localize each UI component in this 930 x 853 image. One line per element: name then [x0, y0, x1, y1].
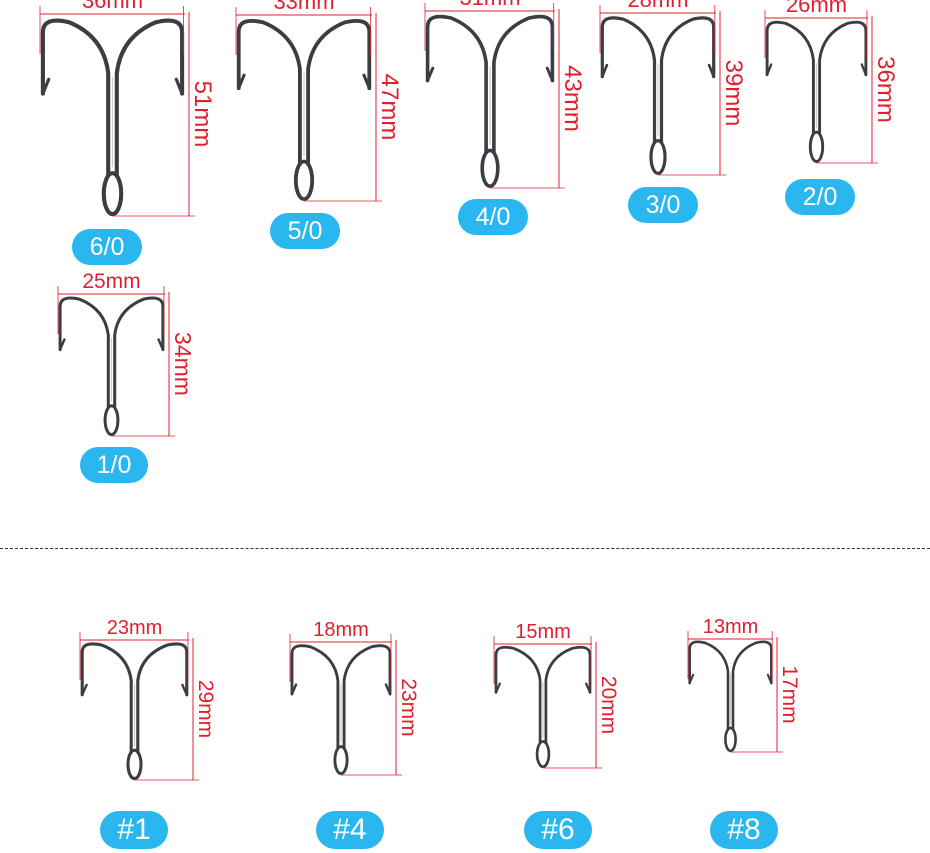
width-label: 15mm [515, 621, 571, 643]
hook-barb [426, 66, 554, 83]
size-badge: 1/0 [80, 447, 148, 483]
hook-barb [41, 77, 184, 96]
hook-eye [101, 171, 124, 217]
hook-eye [724, 726, 737, 753]
width-label: 25mm [82, 270, 140, 293]
double-hook-icon [494, 645, 592, 745]
hook-item: 25mm 34mm [57, 270, 196, 437]
width-label: 26mm [786, 0, 847, 17]
hook-barb [237, 73, 371, 90]
width-label: 28mm [627, 0, 688, 12]
hook-barb [688, 673, 773, 685]
double-hook-icon [80, 642, 189, 754]
hook-eye [333, 745, 349, 776]
hook-barb [765, 63, 868, 76]
size-badge: 5/0 [270, 213, 340, 249]
hook-barb [81, 683, 188, 696]
hook-eye [126, 748, 143, 781]
size-badge: 6/0 [72, 229, 142, 265]
hook-item: 31mm 43mm [424, 0, 586, 189]
hook-barb [494, 682, 592, 694]
hook-item: 23mm 29mm [79, 617, 217, 781]
size-badge: #4 [316, 811, 384, 849]
height-label: 29mm [194, 680, 217, 738]
hook-eye [808, 130, 825, 163]
height-label: 23mm [397, 678, 420, 736]
height-label: 47mm [376, 74, 403, 141]
hook-eye [535, 740, 551, 769]
hook-eye [293, 159, 315, 201]
hook-item: 26mm 36mm [764, 0, 899, 164]
height-label: 17mm [778, 665, 801, 723]
height-label: 39mm [720, 60, 747, 127]
double-hook-icon [600, 16, 716, 144]
double-hook-icon [236, 18, 372, 166]
width-label: 36mm [82, 0, 143, 13]
hook-item: 33mm 47mm [235, 0, 403, 202]
height-label: 34mm [170, 332, 196, 396]
width-label: 13mm [703, 616, 759, 638]
height-label: 20mm [597, 676, 620, 734]
double-hook-icon [40, 18, 185, 178]
width-label: 23mm [107, 617, 163, 639]
double-hook-icon [290, 644, 392, 750]
hook-eye [649, 139, 667, 176]
hook-barb [58, 338, 165, 351]
section-divider [0, 548, 930, 549]
hook-eye [480, 148, 500, 189]
double-hook-icon [425, 14, 555, 154]
hook-item: 36mm 51mm [39, 0, 216, 217]
width-label: 31mm [459, 0, 520, 10]
height-label: 43mm [559, 65, 586, 132]
size-badge: 4/0 [458, 199, 528, 235]
hook-barb [601, 63, 715, 78]
double-hook-icon [688, 640, 773, 731]
double-hook-icon [58, 296, 165, 409]
hook-item: 13mm 17mm [687, 616, 801, 753]
hook-barb [290, 683, 392, 696]
hook-item: 28mm 39mm [599, 0, 747, 176]
height-label: 51mm [189, 81, 216, 148]
size-badge: 2/0 [785, 179, 855, 215]
width-label: 33mm [273, 0, 334, 14]
width-label: 18mm [313, 619, 369, 641]
size-badge: 3/0 [628, 187, 698, 223]
hook-eye [103, 404, 120, 437]
double-hook-icon [765, 20, 868, 136]
height-label: 36mm [872, 56, 899, 123]
size-badge: #1 [100, 811, 168, 849]
hook-item: 15mm 20mm [493, 621, 620, 769]
hook-item: 18mm 23mm [289, 619, 420, 776]
size-badge: #6 [524, 811, 592, 849]
size-badge: #8 [710, 811, 778, 849]
